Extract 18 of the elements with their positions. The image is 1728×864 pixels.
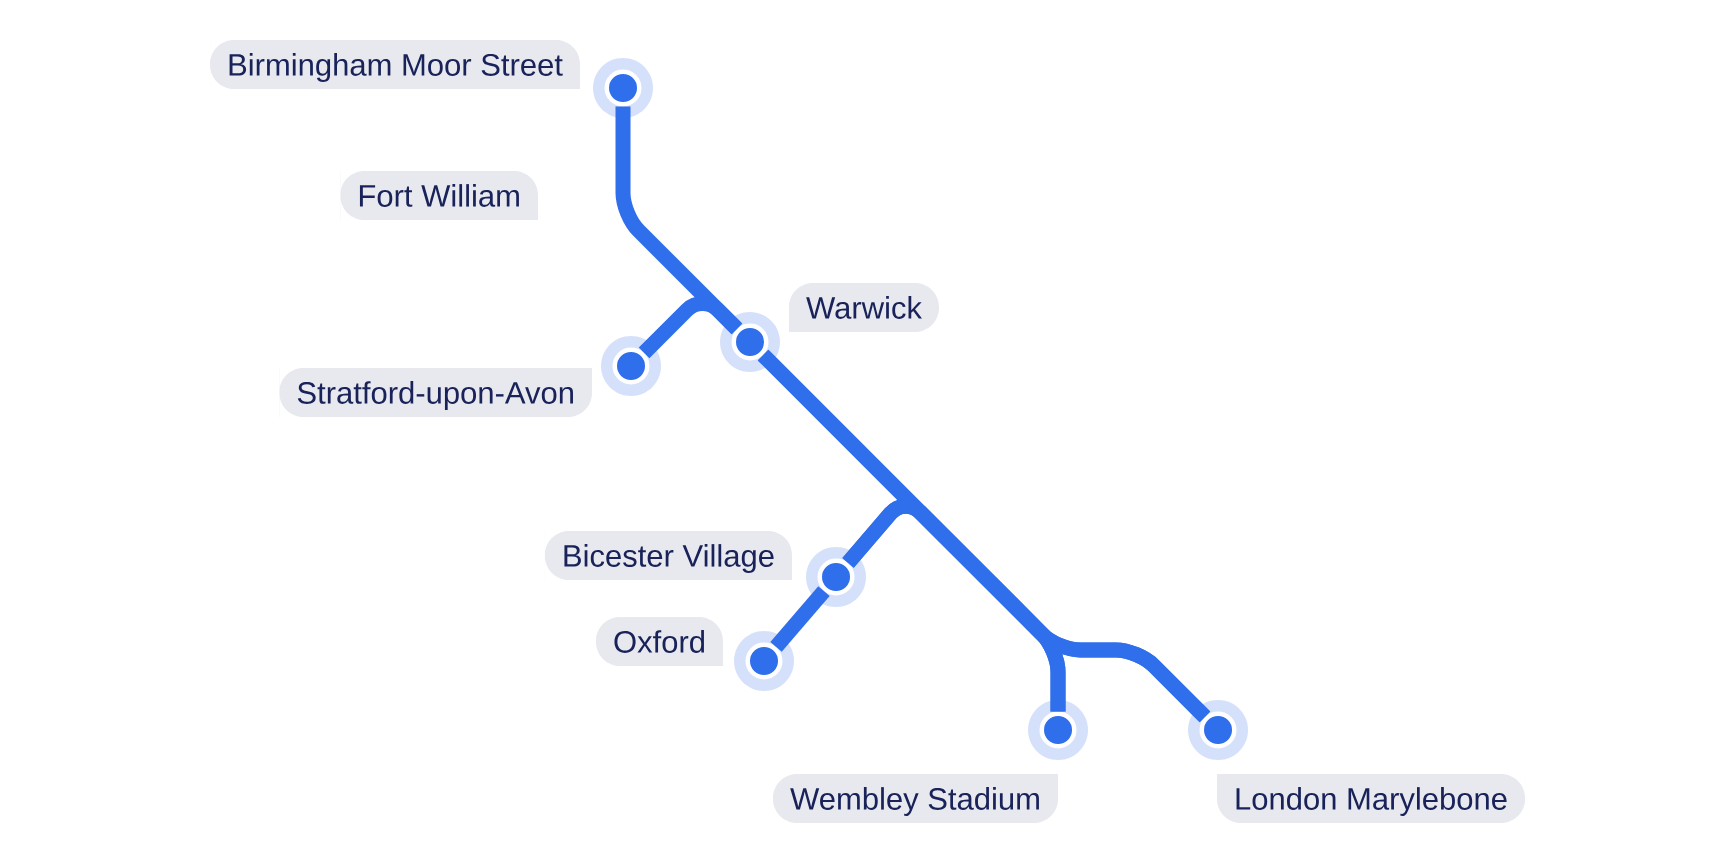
station-label: Stratford-upon-Avon [279,368,592,417]
rail-line [770,586,830,652]
station-dot [806,547,866,607]
station-label: Wembley Stadium [773,774,1058,823]
station-dot [601,336,661,396]
rail-line [842,498,1211,723]
rail-line [638,296,743,359]
station-label: Birmingham Moor Street [210,40,580,89]
station-dot [593,58,653,118]
station-dot [1028,700,1088,760]
station-label: Bicester Village [544,531,792,580]
station-label: London Marylebone [1217,774,1526,823]
station-dot [720,312,780,372]
station-dot [1188,700,1248,760]
station-dot [734,631,794,691]
station-label: Oxford [596,617,723,666]
station-label: Fort William [340,171,538,220]
station-label: Warwick [789,283,939,332]
